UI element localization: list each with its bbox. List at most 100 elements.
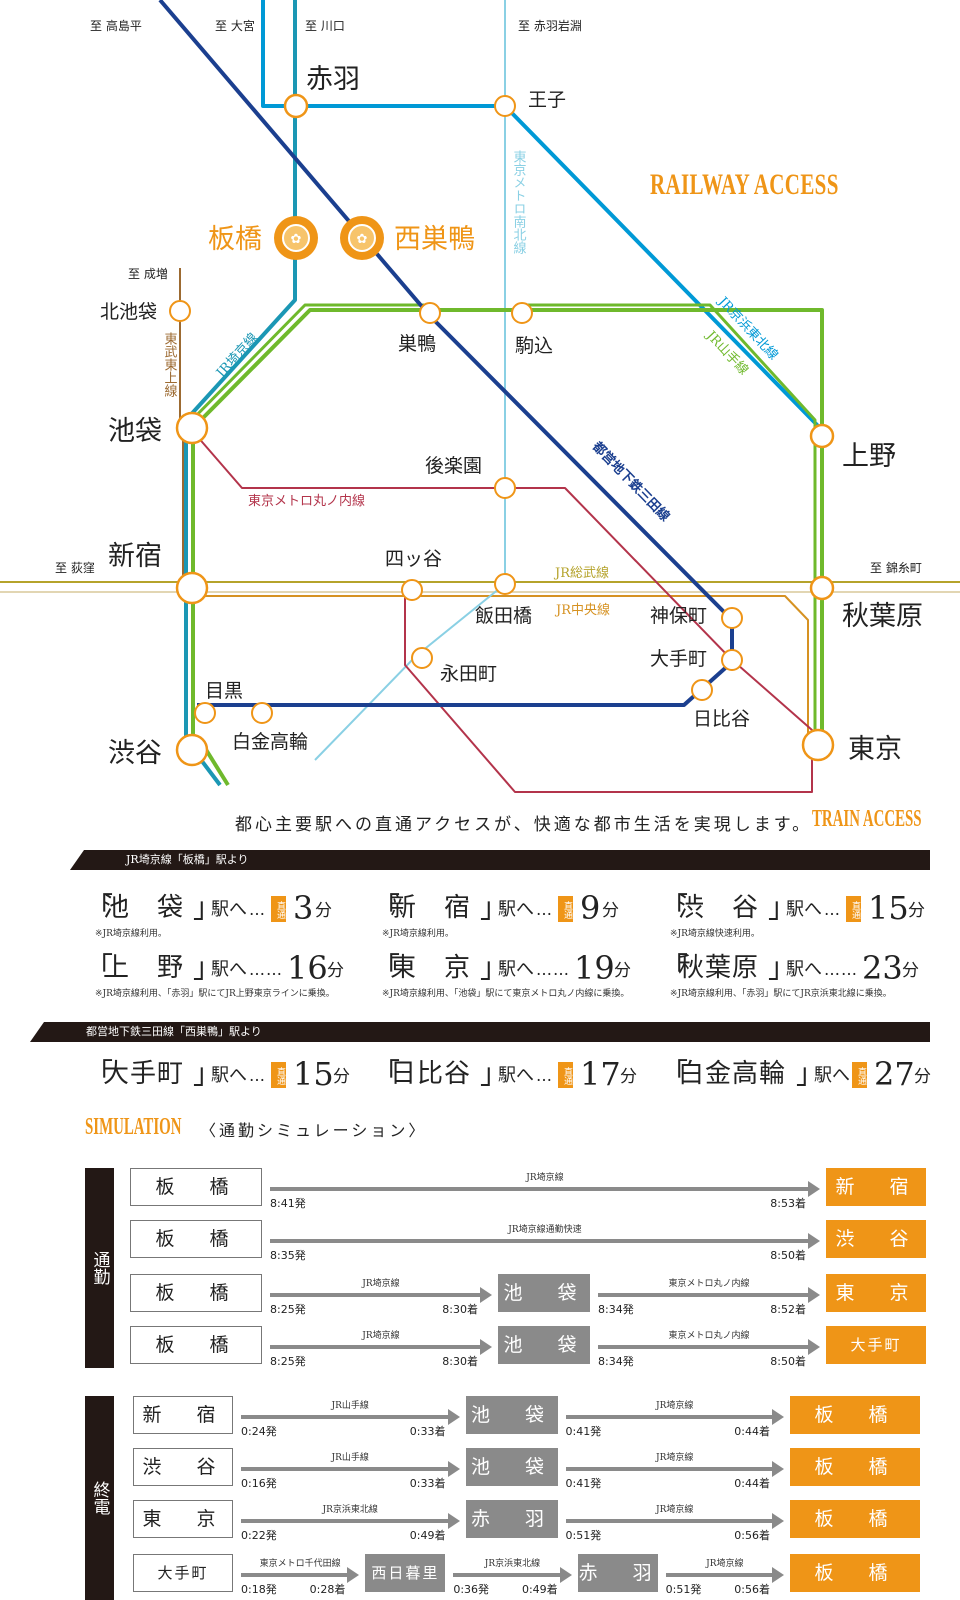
station-akihabara[interactable]	[809, 575, 835, 601]
access-dots: …	[249, 900, 266, 919]
segment-line-name: JR京浜東北線	[322, 1505, 378, 1515]
access-station-name: 池 袋	[103, 893, 185, 923]
label-sugamo: 巣鴨	[398, 333, 436, 355]
direct-badge: 直通	[558, 1062, 573, 1088]
segment-arrival: 8:53着	[770, 1197, 806, 1210]
station-kita-ikebukuro[interactable]	[169, 300, 191, 322]
direct-badge: 直通	[852, 1062, 867, 1088]
station-iidabashi[interactable]	[494, 573, 516, 595]
direction-narimasu: 至 成増	[128, 267, 168, 281]
access-eki-label: 駅へ	[786, 959, 822, 980]
segment-line-name: JR埼京線	[362, 1331, 400, 1341]
segment-line	[270, 1239, 810, 1243]
segment-arrival: 0:44着	[734, 1425, 770, 1438]
arrow-head	[772, 1461, 784, 1477]
access-station-name: 大手町	[103, 1059, 185, 1089]
segment-line-name: 東京メトロ丸ノ内線	[668, 1279, 750, 1289]
label-otemachi: 大手町	[650, 648, 707, 670]
section-band-itabashi: JR埼京線「板橋」駅より	[70, 850, 930, 870]
label-ikebukuro: 池袋	[108, 416, 162, 447]
station-korakuen[interactable]	[494, 477, 516, 499]
station-shibuya[interactable]	[175, 733, 209, 767]
direction-akabane-iwabuchi: 至 赤羽岩淵	[518, 18, 582, 33]
segment-arrival: 0:56着	[734, 1583, 770, 1596]
station-oji[interactable]	[494, 95, 516, 117]
station-hibiya[interactable]	[691, 679, 713, 701]
quote-close: 」	[193, 1057, 222, 1090]
route-destination: 渋 谷	[826, 1220, 926, 1258]
line-yamanote	[191, 308, 824, 745]
segment-departure: 8:41発	[270, 1197, 306, 1210]
station-sugamo[interactable]	[419, 302, 441, 324]
route-origin: 板 橋	[130, 1220, 262, 1258]
access-note: ※JR埼京線利用。	[382, 929, 454, 939]
svg-text:✿: ✿	[291, 232, 302, 247]
quote-open: 「	[372, 891, 401, 924]
label-shibuya: 渋谷	[108, 738, 162, 769]
label-shinjuku: 新宿	[108, 541, 162, 572]
access-dots: …	[536, 900, 553, 919]
access-minute-unit: 分	[333, 1067, 350, 1087]
station-jimbocho[interactable]	[721, 607, 743, 629]
station-yotsuya[interactable]	[401, 579, 423, 601]
access-eki-label: 駅へ	[211, 899, 247, 920]
segment-arrival: 0:49着	[521, 1583, 558, 1596]
direct-badge: 直通	[271, 1062, 286, 1088]
segment-arrival: 0:49着	[409, 1529, 446, 1542]
segment-departure: 8:25発	[270, 1303, 306, 1316]
segment-departure: 0:51発	[565, 1529, 602, 1542]
station-shirokane-takanawa[interactable]	[251, 702, 273, 724]
segment-line	[598, 1293, 810, 1297]
transfer-station: 池 袋	[465, 1448, 558, 1486]
station-otemachi[interactable]	[721, 649, 743, 671]
station-meguro[interactable]	[194, 702, 216, 724]
station-akabane[interactable]	[283, 93, 309, 119]
segment-departure: 0:41発	[565, 1425, 602, 1438]
label-line-tobu: 東武東上線	[162, 331, 178, 397]
access-dots: …	[536, 1066, 553, 1085]
segment-arrival: 8:50着	[770, 1249, 806, 1262]
station-itabashi[interactable]: ✿	[274, 216, 318, 260]
segment-line	[270, 1345, 482, 1349]
segment-line	[270, 1187, 810, 1191]
route-destination: 板 橋	[790, 1500, 920, 1538]
label-korakuen: 後楽園	[425, 455, 482, 477]
station-shinjuku[interactable]	[175, 571, 209, 605]
station-nagatacho[interactable]	[411, 647, 433, 669]
transfer-station: 赤 羽	[577, 1554, 658, 1592]
station-tokyo[interactable]	[801, 728, 835, 762]
label-kita-ikebukuro: 北池袋	[100, 301, 157, 323]
station-ikebukuro[interactable]	[175, 411, 209, 445]
quote-open: 「	[372, 1057, 401, 1090]
segment-line-name: JR埼京線	[656, 1453, 694, 1463]
label-tokyo: 東京	[848, 734, 902, 765]
label-line-chuo: JR中央線	[554, 602, 610, 618]
segment-line	[598, 1345, 810, 1349]
station-nishi-sugamo[interactable]: ✿	[340, 216, 384, 260]
segment-arrival: 0:33着	[409, 1477, 446, 1490]
route-origin: 大手町	[133, 1554, 233, 1592]
station-ueno[interactable]	[809, 423, 835, 449]
railway-access-title: RAILWAY ACCESS	[650, 168, 839, 201]
quote-open: 「	[85, 1057, 114, 1090]
access-minute-unit: 分	[620, 1067, 637, 1087]
quote-close: 」	[193, 951, 222, 984]
arrow-head	[771, 1567, 784, 1583]
segment-departure: 8:34発	[598, 1355, 634, 1368]
station-komagome[interactable]	[511, 302, 533, 324]
quote-close: 」	[480, 891, 509, 924]
segment-line	[241, 1573, 350, 1577]
direction-kawaguchi: 至 川口	[305, 19, 345, 33]
segment-line-name: JR山手線	[331, 1401, 369, 1411]
